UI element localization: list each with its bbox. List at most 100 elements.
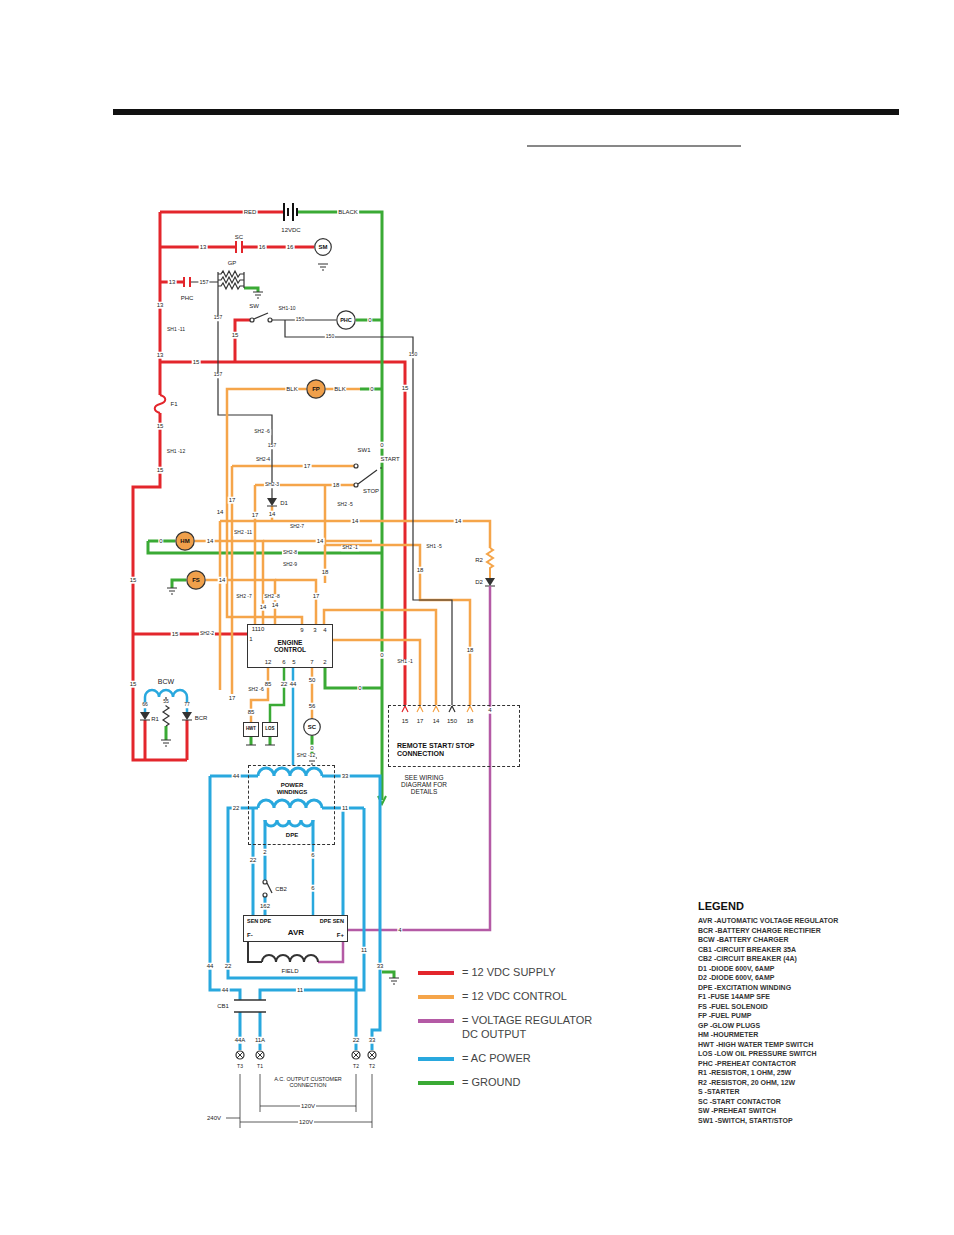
terminal-cross <box>237 1052 375 1058</box>
callout-label: START <box>379 456 400 463</box>
wire-number: 85 <box>247 709 256 716</box>
callout-label: SH2 -11 <box>233 530 253 536</box>
switch-contact <box>268 318 272 322</box>
wire-number: 44 <box>232 773 241 780</box>
wire-number: 15 <box>401 385 410 392</box>
legend-entry: F1 -FUSE 14AMP SFE <box>697 993 771 1001</box>
switch-contact <box>354 483 358 487</box>
wire-number: 1110 <box>251 626 265 633</box>
wire-number: 22 <box>280 681 289 688</box>
callout-label: SH1-10 <box>278 306 297 312</box>
callout-label: CB1 <box>216 1003 230 1010</box>
field-coil <box>248 942 318 962</box>
legend-swatch <box>418 1081 454 1085</box>
legend-entry: SW1 -SWITCH, START/STOP <box>697 1117 794 1125</box>
wire-number: 17 <box>251 512 260 519</box>
wire-number: 13 <box>156 352 165 359</box>
wire-number: 4 <box>397 927 402 934</box>
wire-number: 5 <box>291 659 296 666</box>
diode-symbol <box>485 578 495 586</box>
node-label: F- <box>247 932 253 939</box>
legend-entry: R2 -RESISTOR, 20 OHM, 12W <box>697 1079 796 1087</box>
wire-number: 14 <box>432 718 441 725</box>
callout-label: BLK <box>285 386 298 393</box>
legend-entry: DPE -EXCITATION WINDING <box>697 984 792 992</box>
wire-number: 15 <box>171 631 180 638</box>
fuse-symbol <box>155 395 166 413</box>
wire-number: 0 <box>379 442 384 449</box>
wire-number: 150 <box>325 334 335 340</box>
connector-fork <box>402 706 408 712</box>
node-label: DPE <box>286 832 298 839</box>
motor-circle: SM <box>314 238 332 256</box>
wire-number: 2 <box>262 849 267 856</box>
callout-label: F1 <box>169 401 178 408</box>
legend-entry: FS -FUEL SOLENOID <box>697 1003 769 1011</box>
wire-number: 14 <box>206 538 215 545</box>
switch-lever <box>254 313 268 319</box>
wire-number: 85 <box>264 681 273 688</box>
battery-symbol <box>284 203 297 221</box>
charger-coil <box>145 690 187 712</box>
wire-number: 15 <box>156 423 165 430</box>
circle-shape <box>307 380 325 398</box>
wire-number: 18 <box>332 482 341 489</box>
node-label: FP <box>312 386 320 393</box>
callout-label: SW1 <box>356 447 371 454</box>
wire-connector <box>324 610 436 705</box>
wire-number: 14 <box>218 577 227 584</box>
wire-number: 13 <box>156 302 165 309</box>
circle-shape <box>176 532 194 550</box>
wire-connector <box>227 389 306 624</box>
callout-label: SH2 -1 <box>341 545 359 551</box>
legend-swatch <box>418 995 454 999</box>
wire-number: 16 <box>286 244 295 251</box>
breaker-lever <box>267 883 272 893</box>
wire-number: 3 <box>312 627 317 634</box>
wire-number: 162 <box>259 903 271 910</box>
callout-label: STOP <box>362 488 380 495</box>
callout-label: SH2-2 <box>199 631 215 637</box>
wire-number: 157 <box>213 315 223 321</box>
header-bar <box>113 109 899 115</box>
wire-number: 18 <box>416 567 425 574</box>
legend-text: = VOLTAGE REGULATOR DC OUTPUT <box>462 1014 602 1042</box>
legend-swatch <box>418 1057 454 1061</box>
wire-number: 13 <box>168 279 177 286</box>
callout-label: SH2 -5 <box>336 502 354 508</box>
wire-number: 6 <box>281 659 286 666</box>
callout-label: SH2-4 <box>255 457 271 463</box>
wire-number: 150 <box>408 352 418 358</box>
callout-label: 120V <box>300 1103 316 1110</box>
callout-label: GP <box>227 260 238 267</box>
wire-number: 15 <box>156 467 165 474</box>
wire-number: 6 <box>310 885 315 892</box>
node-label: POWER WINDINGS <box>268 782 316 795</box>
legend-entry: SW -PREHEAT SWITCH <box>697 1107 777 1115</box>
wire-number: 0 <box>369 386 374 393</box>
legend-text: = 12 VDC CONTROL <box>462 990 602 1004</box>
wire-number: 33 <box>341 773 350 780</box>
circle-shape <box>337 311 355 329</box>
legend-entry: BCW -BATTERY CHARGER <box>697 936 789 944</box>
callout-label: R2 <box>474 557 484 564</box>
callout-label: BCR <box>194 715 209 722</box>
contactor-circle: PHC <box>336 310 356 330</box>
connector-fork <box>449 706 455 712</box>
node-label: PHC <box>340 317 352 323</box>
wire-number: 18 <box>321 569 330 576</box>
legend-entry: FP -FUEL PUMP <box>697 1012 752 1020</box>
callout-label: SEE WIRING DIAGRAM FOR DETAILS <box>394 774 454 795</box>
breaker-contact <box>263 880 267 884</box>
wire-number: 14 <box>216 509 225 516</box>
legend-entry: PHC -PREHEAT CONTACTOR <box>697 1060 797 1068</box>
wire-number: 77 <box>183 702 191 708</box>
callout-label: T1 <box>256 1064 264 1070</box>
callout-label: PHC <box>180 295 195 302</box>
circle-shape <box>315 239 332 256</box>
node-label: HM <box>180 538 189 545</box>
wire-number: 17 <box>312 593 321 600</box>
supply-wire <box>133 212 405 760</box>
